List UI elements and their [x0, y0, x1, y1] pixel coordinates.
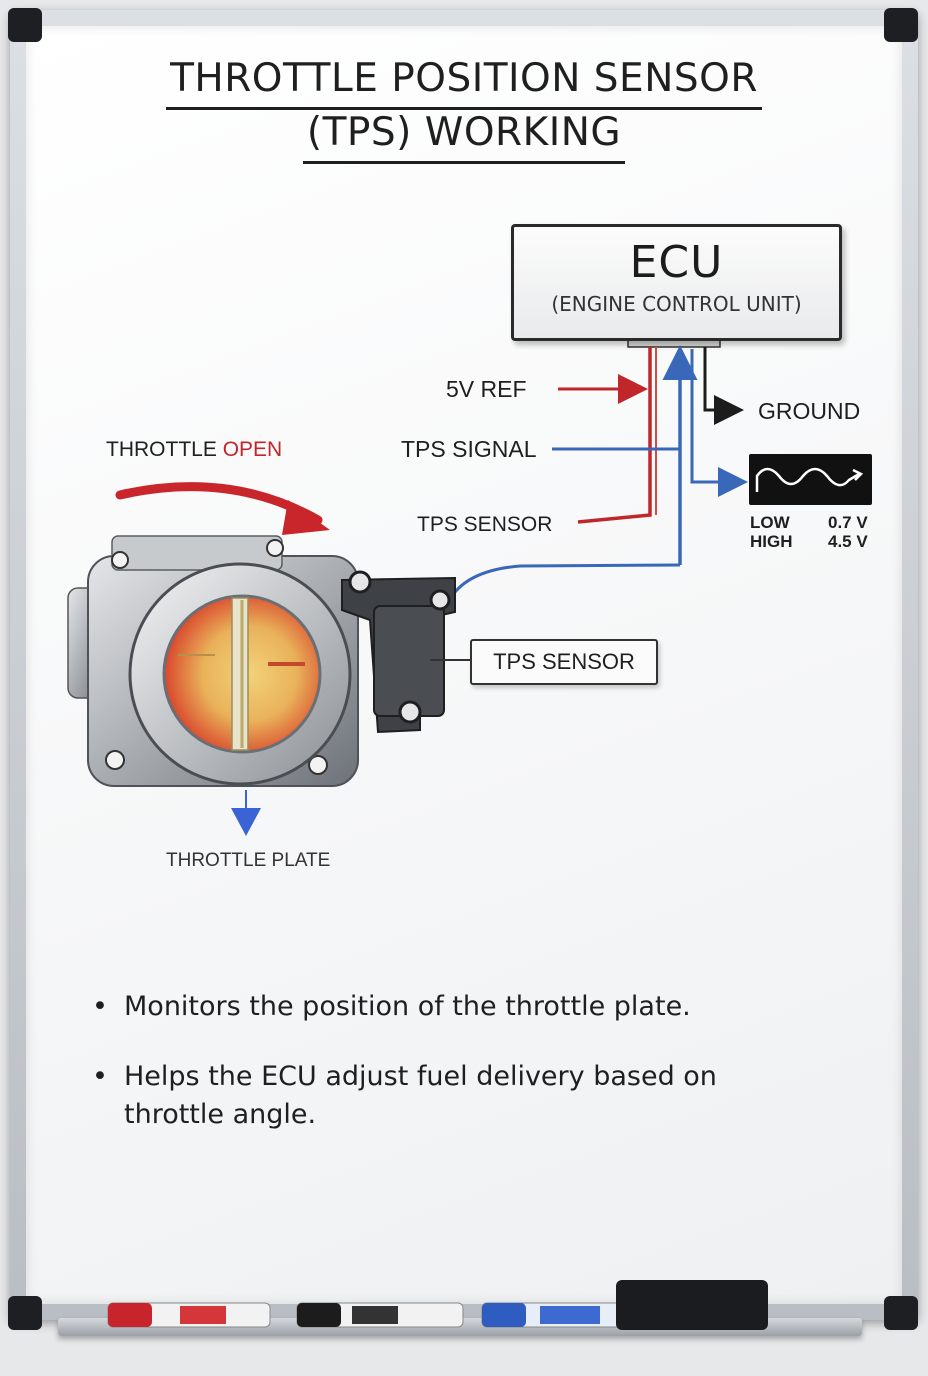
- high-value: 4.5 V: [828, 532, 868, 551]
- ground-label: GROUND: [758, 398, 861, 424]
- bullet-1: • Monitors the position of the throttle …: [92, 988, 784, 1026]
- frame-corner-bottom-right: [884, 1296, 918, 1330]
- ref-label: 5V REF: [446, 376, 527, 402]
- bullet-text: Helps the ECU adjust fuel delivery based…: [124, 1061, 717, 1130]
- throttle-open-word: OPEN: [222, 438, 283, 461]
- sensor-wire-label: TPS SENSOR: [417, 513, 553, 536]
- marker-blue: [481, 1302, 623, 1328]
- frame-corner-top-left: [8, 8, 42, 42]
- throttle-body-illustration: [67, 535, 359, 787]
- signal-wire-to-sensor: [450, 563, 681, 597]
- throttle-open-label: THROTTLE OPEN: [106, 438, 282, 462]
- title-line-1: THROTTLE POSITION SENSOR: [0, 56, 928, 110]
- bullet-text: Monitors the position of the throttle pl…: [124, 991, 691, 1022]
- frame-corner-top-right: [884, 8, 918, 42]
- low-value: 0.7 V: [828, 513, 868, 532]
- tps-sensor-label-box: TPS SENSOR: [470, 639, 658, 685]
- ecu-subtitle: (ENGINE CONTROL UNIT): [551, 292, 802, 316]
- throttle-open-arrowhead: [282, 500, 330, 535]
- marker-black: [296, 1302, 464, 1328]
- signal-waveform: [755, 467, 864, 492]
- ecu-title: ECU: [629, 237, 724, 288]
- marker-red: [107, 1302, 271, 1328]
- throttle-open-prefix: THROTTLE: [106, 438, 217, 461]
- bullet-2: • Helps the ECU adjust fuel delivery bas…: [92, 1058, 784, 1134]
- signal-scope-display: [749, 454, 872, 505]
- frame-corner-bottom-left: [8, 1296, 42, 1330]
- ecu-box: ECU (ENGINE CONTROL UNIT): [511, 224, 842, 341]
- throttle-plate-pointer: [231, 808, 261, 836]
- tps-sensor-illustration: [341, 570, 470, 734]
- eraser: [616, 1280, 768, 1330]
- ref-wire-riser: [577, 347, 652, 524]
- ground-wire: [703, 347, 744, 425]
- signal-wire-to-scope: [690, 349, 748, 497]
- bullet-dot: •: [92, 1061, 108, 1092]
- signal-label: TPS SIGNAL: [401, 436, 537, 462]
- low-label: LOW: [750, 513, 790, 532]
- throttle-plate-label: THROTTLE PLATE: [166, 850, 331, 871]
- bullet-dot: •: [92, 991, 108, 1022]
- title-line-2: (TPS) WORKING: [0, 110, 928, 164]
- high-label: HIGH: [750, 532, 793, 551]
